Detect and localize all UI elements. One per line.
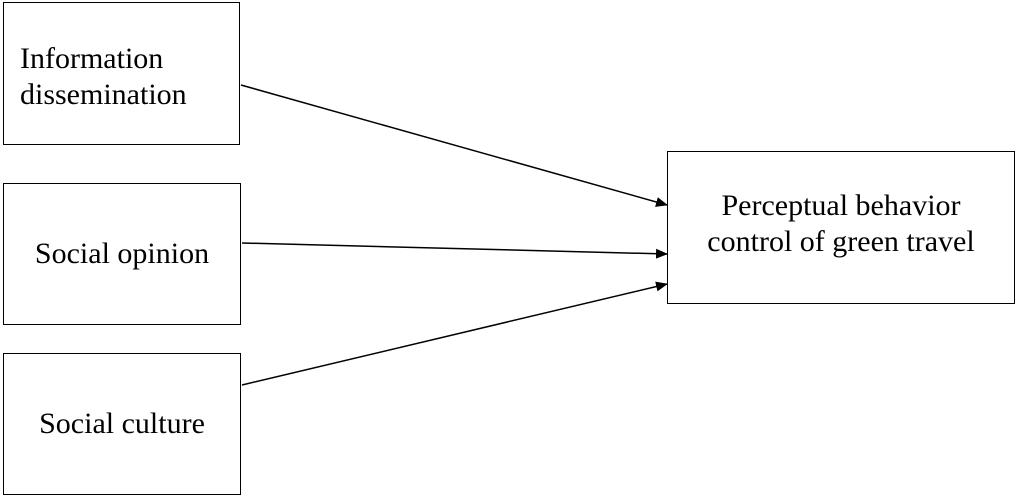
- social-culture-label: Social culture: [39, 407, 205, 440]
- social-opinion-label: Social opinion: [34, 237, 210, 270]
- arrow-information-to-perceptual: [240, 84, 668, 207]
- social-opinion-box: Social opinion: [3, 183, 241, 325]
- arrow-opinion-to-perceptual: [241, 242, 668, 259]
- information-dissemination-line-2: dissemination: [20, 78, 187, 111]
- arrow-culture-to-perceptual: [241, 281, 668, 386]
- information-dissemination-box: Information dissemination: [3, 2, 240, 145]
- perceptual-behavior-control-box: Perceptual behavior control of green tra…: [667, 151, 1015, 304]
- information-dissemination-label: Information dissemination: [20, 41, 187, 113]
- social-culture-box: Social culture: [3, 353, 241, 495]
- perceptual-behavior-control-label: Perceptual behavior control of green tra…: [707, 188, 974, 260]
- perceptual-behavior-control-line-2: control of green travel: [707, 224, 975, 258]
- information-dissemination-line-1: Information: [20, 42, 164, 75]
- perceptual-behavior-control-line-1: Perceptual behavior: [721, 188, 961, 222]
